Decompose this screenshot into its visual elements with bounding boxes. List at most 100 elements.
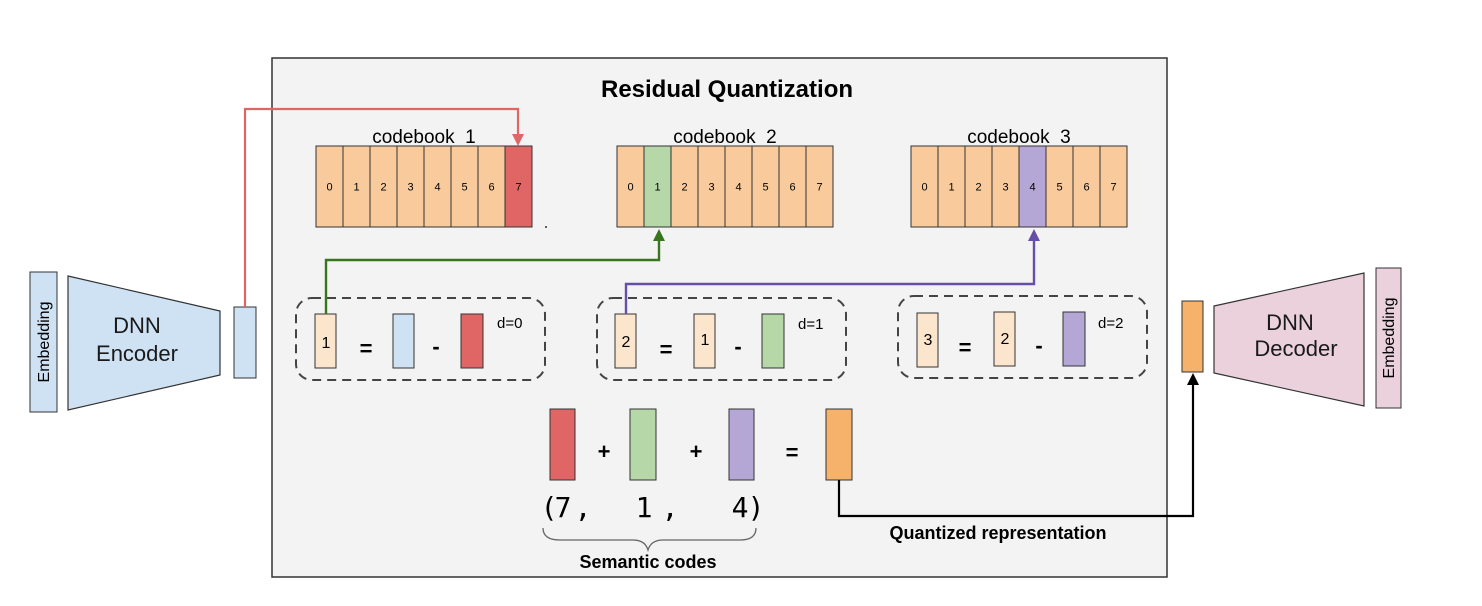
step-3-prev-residual-label: 2 [1001, 331, 1010, 348]
code-1: 7 [555, 491, 572, 524]
sum-codeword-1 [549, 408, 576, 481]
codebook-1-cell-3 [396, 145, 425, 228]
codebook-1-cell-2-label: 2 [380, 182, 386, 194]
codebook-3-cell-0-label: 0 [921, 182, 927, 194]
codebook-1-cell-1 [342, 145, 371, 228]
semantic-codes-brace [542, 527, 757, 553]
red-lookup-arrow-line [243, 107, 520, 307]
step-2-prev-residual-vector [693, 313, 716, 369]
step-2-prev-residual-label: 1 [701, 332, 710, 349]
step-1-embedding-vector [392, 313, 415, 369]
step-2-codeword-vector [761, 313, 785, 369]
encoded-vector [233, 306, 257, 379]
decoder-label-line1: DNN [1266, 310, 1314, 335]
quantized-input-vector [1181, 300, 1204, 373]
codebook-2-cell-4-label: 4 [735, 182, 741, 194]
codebook-1-cell-3-label: 3 [407, 182, 413, 194]
input-embedding-label: Embedding [36, 302, 53, 383]
codebook-2-cell-6-label: 6 [789, 182, 795, 194]
input-embedding-box [29, 271, 58, 413]
codebook-2-cell-5-label: 5 [762, 182, 768, 194]
residual-1-label: 1 [322, 335, 331, 352]
encoder-label-line1: DNN [113, 313, 161, 338]
step-2-depth: d=1 [798, 316, 823, 333]
codebook-2-cell-7-label: 7 [816, 182, 822, 194]
codebook-2-cell-0 [616, 145, 645, 228]
semantic-codes-label: Semantic codes [579, 552, 716, 572]
codebook-1-label: codebook_1 [372, 127, 476, 148]
decoder-label-line2: Decoder [1254, 336, 1337, 361]
sum-plus-2: + [690, 439, 703, 464]
dnn-encoder-block [67, 275, 221, 411]
codes-comma-2: , [662, 491, 679, 524]
codebook-1-cell-0 [315, 145, 344, 228]
residual-quantization-panel [271, 57, 1168, 578]
quantized-representation-label: Quantized representation [889, 523, 1106, 543]
codebook-3-cell-1 [937, 145, 966, 228]
residual-3-vector [916, 312, 939, 368]
sum-codeword-3 [728, 408, 755, 481]
stray-dot [545, 226, 547, 228]
codebook-1-cell-2 [369, 145, 398, 228]
quantized-arrow-line [837, 383, 1195, 518]
codebook-3-cell-6-label: 6 [1083, 182, 1089, 194]
codes-close-paren: ) [748, 491, 765, 524]
codebook-2-cell-3-label: 3 [708, 182, 714, 194]
residual-3-label: 3 [924, 332, 933, 349]
codebook-2-cell-1-label: 1 [654, 182, 660, 194]
codebook-3-cell-0 [910, 145, 939, 228]
codebook-3-cell-5 [1045, 145, 1074, 228]
codebook-2-label: codebook_2 [673, 127, 777, 148]
sum-equals: = [786, 440, 799, 465]
step-1-minus: - [432, 334, 439, 359]
codebook-3-cell-7 [1099, 145, 1128, 228]
codebook-2-cell-2 [670, 145, 699, 228]
codebook-1-cell-7 [504, 145, 533, 228]
codebook-3-cell-6 [1072, 145, 1101, 228]
codebook-2-cell-0-label: 0 [627, 182, 633, 194]
dnn-decoder-block [1213, 272, 1365, 407]
residual-step-box-1 [295, 297, 546, 381]
step-3-minus: - [1035, 333, 1042, 358]
residual-step-box-2 [596, 297, 847, 381]
diagram-title: Residual Quantization [601, 76, 853, 103]
step-2-minus: - [734, 334, 741, 359]
codebook-1-cell-7-label: 7 [515, 182, 521, 194]
codebook-2-cell-4 [724, 145, 753, 228]
output-embedding-label: Embedding [1381, 298, 1398, 379]
codebook-3-cell-7-label: 7 [1110, 182, 1116, 194]
codebook-2-cell-1 [643, 145, 672, 228]
codebook-2-cell-5 [751, 145, 780, 228]
codebook-3-cell-5-label: 5 [1056, 182, 1062, 194]
red-lookup-arrow-head [512, 134, 524, 146]
green-lookup-arrow-line [324, 238, 661, 314]
codebook-2-cell-6 [778, 145, 807, 228]
step-3-prev-residual-vector [993, 311, 1016, 367]
codebook-1-cell-6-label: 6 [488, 182, 494, 194]
code-2: 1 [636, 491, 653, 524]
codebook-1-cell-4-label: 4 [434, 182, 440, 194]
codebook-1-cell-4 [423, 145, 452, 228]
sum-codeword-2 [629, 408, 657, 481]
codebook-1-cell-6 [477, 145, 506, 228]
codebook-2-cell-2-label: 2 [681, 182, 687, 194]
step-3-depth: d=2 [1098, 315, 1123, 332]
step-1-codeword-vector [460, 313, 484, 369]
codebook-3-cell-2-label: 2 [975, 182, 981, 194]
codebook-2-cell-3 [697, 145, 726, 228]
quantized-arrow-head [1187, 373, 1199, 385]
codes-open-paren: ( [541, 491, 558, 524]
step-1-equals: = [360, 336, 373, 361]
step-2-equals: = [660, 337, 673, 362]
encoder-label-line2: Encoder [96, 341, 178, 366]
step-1-depth: d=0 [497, 315, 522, 332]
sum-plus-1: + [598, 439, 611, 464]
step-3-equals: = [959, 335, 972, 360]
codebook-3-cell-3 [991, 145, 1020, 228]
codebook-2: codebook_2 0 1 2 3 4 5 6 7 [616, 127, 834, 228]
codebook-3-cell-4 [1018, 145, 1047, 228]
codebook-3-cell-4-label: 4 [1029, 182, 1035, 194]
